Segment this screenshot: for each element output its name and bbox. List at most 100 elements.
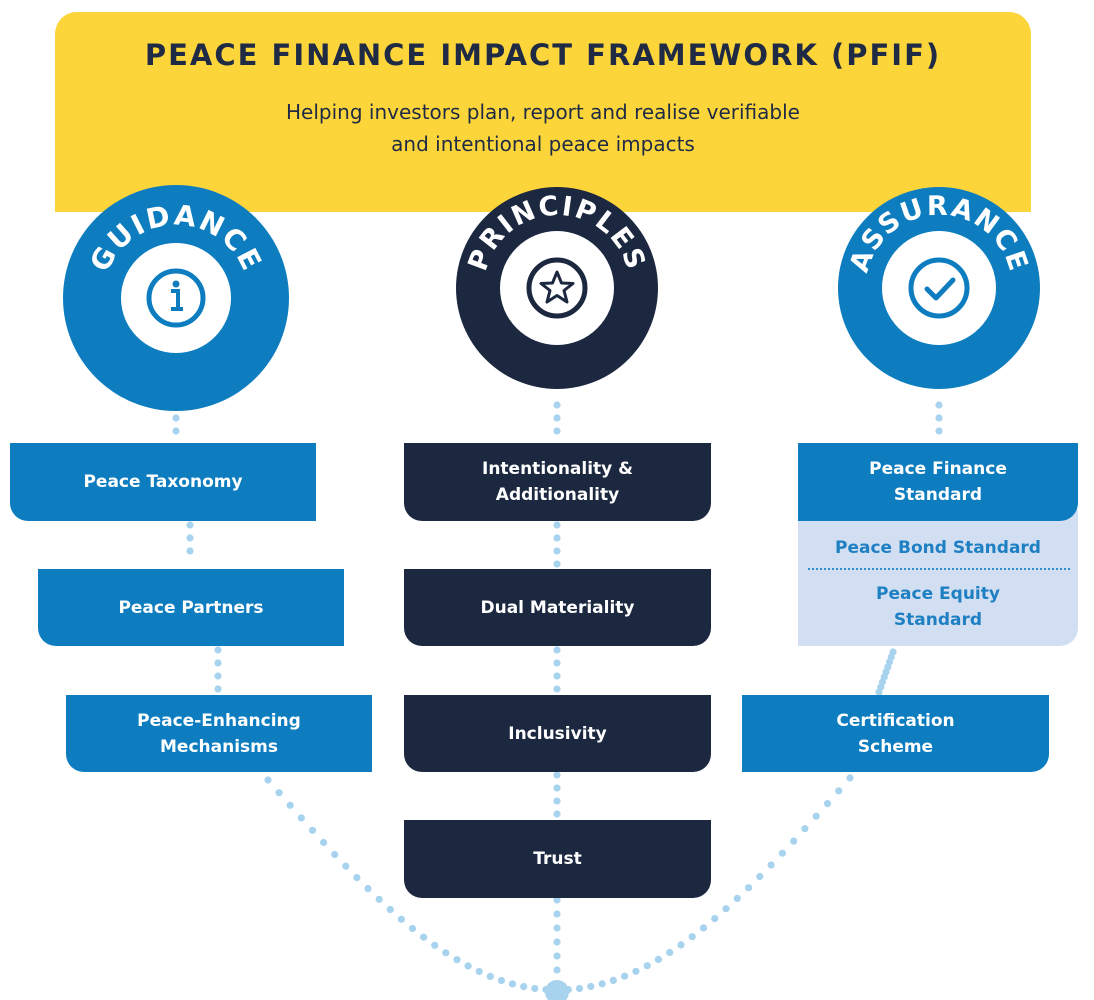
connector-dot	[553, 771, 561, 779]
connector-dot	[553, 910, 561, 918]
assurance-item-peace-bond-standard: Peace Bond Standard	[835, 538, 1041, 558]
connector-dot	[722, 905, 730, 913]
connector-dot	[666, 948, 674, 957]
connector-dot	[308, 826, 317, 834]
connector-dot	[756, 872, 764, 881]
connector-dot	[297, 814, 305, 822]
connector-dot	[553, 534, 561, 542]
connector-dot	[621, 972, 629, 980]
connector-dot	[711, 915, 719, 923]
connector-dot	[812, 812, 820, 820]
connector-dot	[875, 688, 883, 696]
connector-dot	[733, 894, 741, 903]
guidance-item-peace-partners: Peace Partners	[38, 569, 344, 646]
connector-dot	[214, 659, 222, 667]
connector-dot	[935, 427, 943, 435]
connector-dot	[846, 774, 854, 782]
connector-dot	[677, 941, 685, 949]
connector-dot	[688, 933, 696, 941]
connector-dot	[442, 949, 450, 957]
page-title: PEACE FINANCE IMPACT FRAMEWORK (PFIF)	[144, 38, 942, 72]
connector-dot	[553, 784, 561, 792]
principles-item-dual-materiality: Dual Materiality	[404, 569, 711, 646]
star-icon	[526, 257, 588, 319]
connector-dot	[531, 984, 539, 993]
connector-dot	[935, 414, 943, 422]
connector-dot	[745, 884, 753, 892]
connector-dot	[331, 850, 339, 859]
connector-dot	[587, 982, 595, 991]
connector-dot	[553, 414, 561, 422]
connector-dot	[643, 962, 651, 970]
connector-dot	[342, 862, 350, 870]
connector-dot	[275, 789, 283, 797]
connector-dot	[464, 962, 472, 970]
connector-dot	[835, 787, 843, 795]
subtitle-line-2: and intentional peace impacts	[391, 132, 695, 156]
connector-dot	[778, 849, 787, 857]
connector-dot	[508, 980, 517, 988]
connector-dot	[553, 952, 561, 960]
principles-item-intentionality-additionality: Intentionality & Additionality	[404, 443, 711, 521]
check-icon	[908, 257, 970, 319]
connector-dot	[553, 560, 561, 568]
connector-dot	[598, 980, 606, 988]
connector-dot	[408, 924, 417, 933]
connector-dot	[553, 401, 561, 409]
connector-dot	[575, 984, 584, 993]
subtitle-line-1: Helping investors plan, report and reali…	[286, 100, 800, 124]
connector-dot	[186, 547, 194, 555]
connector-dot	[172, 427, 180, 435]
connector-dot	[420, 933, 428, 941]
connector-dot	[632, 967, 640, 975]
sub-standards-divider	[808, 568, 1070, 570]
assurance-item-peace-equity-standard: Peace Equity Standard	[876, 584, 1000, 630]
connector-dot	[823, 800, 832, 808]
connector-dot	[553, 924, 561, 932]
connector-dot	[520, 983, 528, 991]
connector-dot	[545, 980, 569, 1000]
connector-dot	[553, 797, 561, 805]
connector-dot	[386, 905, 394, 914]
connector-dot	[497, 976, 505, 985]
principles-badge: PRINCIPLES	[456, 187, 658, 389]
connector-dot	[214, 646, 222, 654]
connector-dot	[553, 659, 561, 667]
principles-item-trust: Trust	[404, 820, 711, 898]
connector-dot	[790, 837, 798, 845]
connector-dot	[475, 967, 483, 976]
principles-item-inclusivity: Inclusivity	[404, 695, 711, 772]
connector-dot	[375, 895, 383, 903]
connector-dot	[172, 414, 180, 422]
connector-dot	[553, 896, 561, 904]
connector-dot	[397, 915, 405, 923]
connector-dot	[453, 956, 461, 964]
connector-dot	[186, 521, 194, 529]
connector-dot	[935, 401, 943, 409]
info-icon	[146, 268, 206, 328]
connector-dot	[431, 941, 439, 949]
connector-dot	[553, 646, 561, 654]
connector-dot	[186, 534, 194, 542]
assurance-badge: ASSURANCE	[838, 187, 1040, 389]
connector-dot	[654, 955, 663, 964]
assurance-item-peace-finance-standard: Peace Finance Standard	[798, 443, 1078, 521]
connector-dot	[553, 547, 561, 555]
connector-dot	[699, 924, 708, 932]
connector-dot	[801, 825, 809, 833]
connector-dot	[553, 672, 561, 680]
assurance-item-certification-scheme: Certification Scheme	[742, 695, 1049, 772]
guidance-item-peace-enhancing-mechanisms: Peace-Enhancing Mechanisms	[66, 695, 372, 772]
connector-dot	[214, 672, 222, 680]
connector-dot	[609, 976, 617, 985]
connector-dot	[553, 427, 561, 435]
header-banner	[55, 12, 1031, 212]
connector-dot	[364, 885, 372, 893]
connector-dot	[553, 521, 561, 529]
connector-dot	[214, 685, 222, 693]
connector-dot	[286, 801, 294, 809]
connector-dot	[264, 776, 272, 784]
connector-dot	[320, 838, 328, 847]
